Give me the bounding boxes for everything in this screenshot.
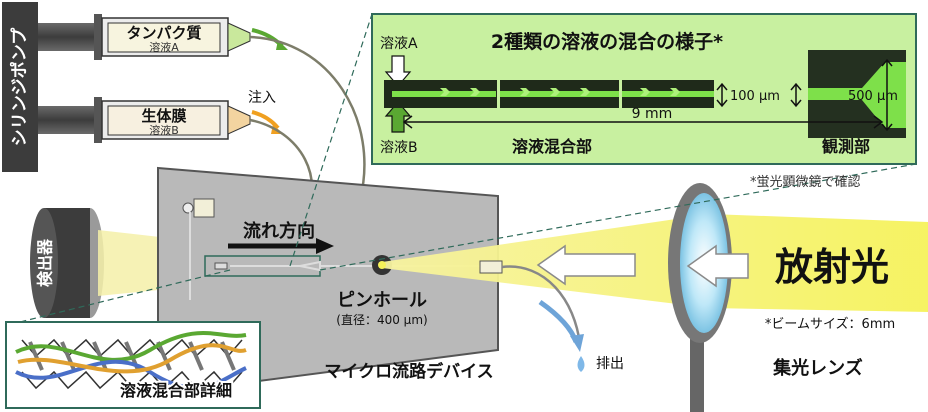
pinhole-note: (直径：400 μm) xyxy=(336,313,427,327)
detail-label: 溶液混合部詳細 xyxy=(120,381,232,400)
observation-chamber xyxy=(808,50,906,138)
syringe-b-name: 生体膜 xyxy=(141,107,186,125)
zoom-line-left xyxy=(289,13,373,267)
device-label: マイクロ流路デバイス xyxy=(324,361,493,382)
syringe-b: 生体膜 溶液B xyxy=(38,97,251,143)
mixing-channel xyxy=(384,80,714,108)
width-large-label: 500 μm xyxy=(848,89,898,104)
zoom-line-right xyxy=(319,163,917,271)
beam-note: *ビームサイズ：6mm xyxy=(765,316,895,332)
mixing-label: 溶液混合部 xyxy=(512,137,592,156)
flow-arrow-b xyxy=(251,110,280,130)
syringe-a-name: タンパク質 xyxy=(126,24,201,42)
pump-label-block: シリンジポンプ xyxy=(2,2,38,172)
observe-label: 観測部 xyxy=(822,137,870,156)
flow-direction-label: 流れ方向 xyxy=(243,220,315,242)
width-small-marker xyxy=(716,82,728,108)
length-label: 9 mm xyxy=(632,106,673,122)
incoming-arrow-big xyxy=(686,244,749,288)
inset-panel: 2種類の溶液の混合の様子* 溶液A 溶液B 100 μm 500 μm 9 xyxy=(371,13,917,165)
width-large-marker xyxy=(881,58,893,132)
focusing-lens xyxy=(668,183,732,412)
beam-from-lens xyxy=(382,214,928,312)
detector-label: 検出器 xyxy=(36,238,55,287)
syringe-a-sub: 溶液A xyxy=(149,40,179,54)
zoom-line-detail xyxy=(19,269,231,323)
solution-b-label: 溶液B xyxy=(380,140,418,156)
syringe-b-sub: 溶液B xyxy=(149,123,179,137)
pinhole-label: ピンホール xyxy=(337,290,427,311)
inject-label: 注入 xyxy=(248,90,276,106)
pump-label: シリンジポンプ xyxy=(9,27,30,146)
syringe-a: タンパク質 溶液A xyxy=(38,14,251,60)
inlet-arrow-b xyxy=(384,101,412,133)
mixing-detail-panel: 溶液混合部詳細 xyxy=(5,321,261,409)
length-arrow xyxy=(402,115,884,129)
solution-a-label: 溶液A xyxy=(380,36,418,52)
detector: 検出器 xyxy=(30,208,104,318)
flow-direction: 流れ方向 xyxy=(228,220,334,254)
outlet xyxy=(479,260,585,372)
lens-label: 集光レンズ xyxy=(772,357,863,379)
incoming-arrow-hollow xyxy=(536,244,636,286)
inlet-arrow-a xyxy=(384,55,412,87)
width-small-label: 100 μm xyxy=(730,89,780,104)
inset-footnote: *蛍光顕微鏡で確認 xyxy=(750,174,861,190)
radiation-label: 放射光 xyxy=(775,245,889,289)
inset-title: 2種類の溶液の混合の様子* xyxy=(491,30,723,53)
drain-label: 排出 xyxy=(596,356,624,372)
